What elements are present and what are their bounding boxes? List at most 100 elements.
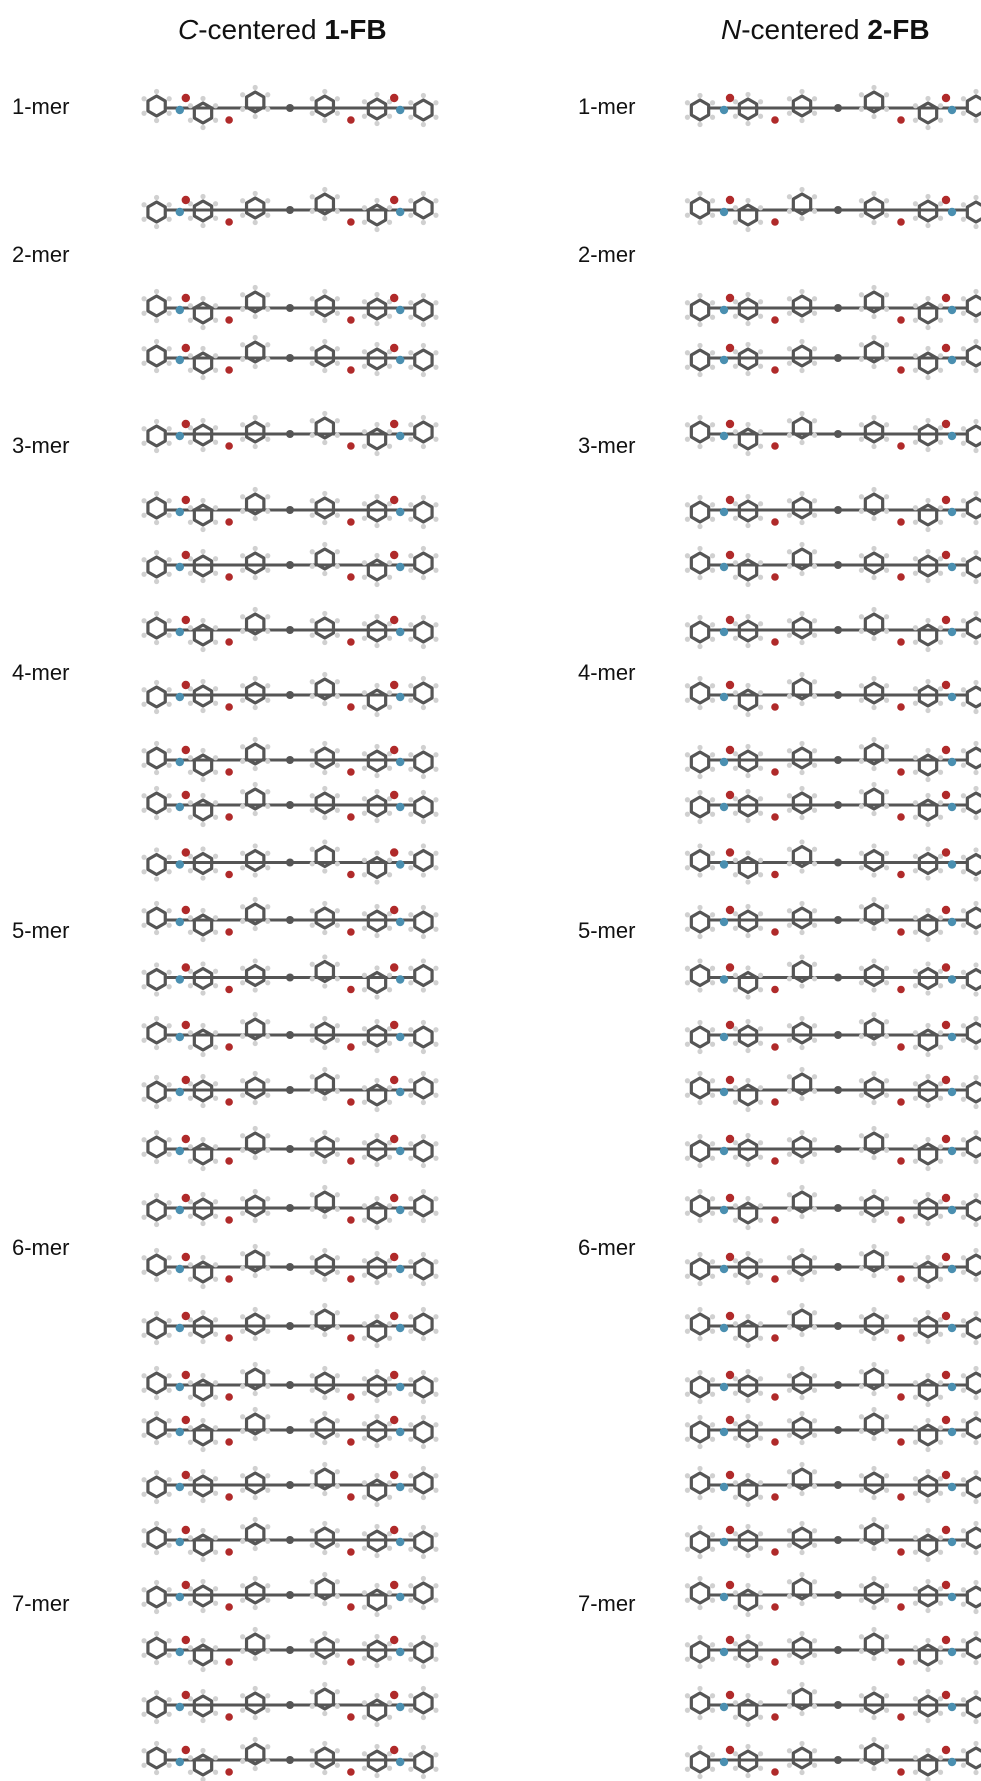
hydrogen-atom xyxy=(732,1765,739,1771)
oxygen-atom xyxy=(181,1415,190,1425)
hydrogen-atom xyxy=(883,1033,890,1039)
hydrogen-atom xyxy=(697,1604,703,1611)
nitrogen-atom xyxy=(175,105,184,115)
hydrogen-atom xyxy=(154,1579,160,1586)
hydrogen-atom xyxy=(361,299,368,305)
hydrogen-atom xyxy=(374,226,380,233)
hydrogen-atom xyxy=(745,772,751,779)
phenyl-ring xyxy=(413,1025,434,1049)
hydrogen-atom xyxy=(960,1137,967,1143)
phenyl-ring xyxy=(314,294,336,318)
hydrogen-atom xyxy=(858,1538,865,1544)
hydrogen-atom xyxy=(154,338,160,345)
nitrogen-atom xyxy=(947,355,957,365)
hydrogen-atom xyxy=(265,980,271,986)
hydrogen-atom xyxy=(883,292,890,298)
hydrogen-atom xyxy=(374,581,380,588)
hydrogen-atom xyxy=(786,762,793,768)
hydrogen-atom xyxy=(386,313,393,319)
hydrogen-atom xyxy=(334,1703,340,1709)
hydrogen-atom xyxy=(252,1217,258,1224)
hydrogen-atom xyxy=(386,1335,393,1341)
row-label-left-4: 4-mer xyxy=(12,660,70,685)
hydrogen-atom xyxy=(334,194,340,200)
hydrogen-atom xyxy=(697,321,703,328)
phenyl-ring xyxy=(965,1636,981,1660)
hydrogen-atom xyxy=(212,983,219,989)
phenyl-ring xyxy=(244,902,266,926)
hydrogen-atom xyxy=(709,1436,716,1442)
hydrogen-atom xyxy=(883,1210,890,1216)
hydrogen-atom xyxy=(811,432,818,438)
hydrogen-atom xyxy=(757,872,764,878)
nitrogen-atom xyxy=(947,1647,957,1657)
hydrogen-atom xyxy=(141,1418,147,1424)
hydrogen-atom xyxy=(709,1314,716,1320)
hydrogen-atom xyxy=(973,447,979,454)
hydrogen-atom xyxy=(240,1265,246,1271)
hydrogen-atom xyxy=(166,854,172,860)
hydrogen-atom xyxy=(265,1383,271,1389)
hydrogen-atom xyxy=(166,1477,172,1483)
hydrogen-atom xyxy=(309,1652,315,1658)
hydrogen-atom xyxy=(883,553,890,559)
phenyl-ring xyxy=(863,196,885,220)
nitrogen-atom xyxy=(719,431,729,441)
hydrogen-atom xyxy=(937,1276,944,1282)
hydrogen-atom xyxy=(973,1394,979,1401)
oxygen-atom xyxy=(771,870,779,879)
phenyl-ring xyxy=(192,1643,214,1667)
hydrogen-atom xyxy=(799,1066,805,1073)
phenyl-ring xyxy=(413,1420,434,1444)
hydrogen-atom xyxy=(684,1487,691,1493)
phenyl-ring xyxy=(244,290,266,314)
oxygen-atom xyxy=(390,615,399,625)
hydrogen-atom xyxy=(732,1421,739,1427)
phenyl-ring xyxy=(689,298,711,322)
hydrogen-atom xyxy=(361,1590,368,1596)
hydrogen-atom xyxy=(684,811,691,817)
hydrogen-atom xyxy=(799,814,805,821)
hydrogen-atom xyxy=(925,548,931,555)
oxygen-atom xyxy=(347,116,355,124)
oxygen-atom xyxy=(941,1690,951,1700)
hydrogen-atom xyxy=(858,198,865,204)
hydrogen-atom xyxy=(187,439,194,445)
hydrogen-atom xyxy=(265,1538,271,1544)
oxygen-atom xyxy=(390,1311,399,1321)
hydrogen-atom xyxy=(200,1607,206,1614)
hydrogen-atom xyxy=(374,1047,380,1054)
hydrogen-atom xyxy=(361,1335,368,1341)
hydrogen-atom xyxy=(322,570,328,577)
hydrogen-atom xyxy=(420,1494,426,1501)
hydrogen-atom xyxy=(408,980,414,986)
hydrogen-atom xyxy=(858,1707,865,1713)
hydrogen-atom xyxy=(684,422,691,428)
hydrogen-atom xyxy=(361,219,368,225)
hydrogen-atom xyxy=(433,300,439,306)
nitrogen-atom xyxy=(947,860,957,869)
hydrogen-atom xyxy=(883,1251,890,1257)
hydrogen-atom xyxy=(433,1391,439,1397)
hydrogen-atom xyxy=(265,1133,271,1139)
hydrogen-atom xyxy=(141,1373,147,1379)
phenyl-ring xyxy=(192,351,214,375)
hydrogen-atom xyxy=(960,1269,967,1275)
hydrogen-atom xyxy=(937,1030,944,1036)
hydrogen-atom xyxy=(871,606,877,613)
hydrogen-atom xyxy=(265,1078,271,1084)
hydrogen-atom xyxy=(166,922,172,928)
hydrogen-atom xyxy=(240,212,246,218)
oxygen-atom xyxy=(347,928,355,936)
phenyl-ring xyxy=(791,1253,813,1277)
hydrogen-atom xyxy=(697,371,703,378)
phenyl-ring xyxy=(366,1319,388,1343)
oxygen-atom xyxy=(941,680,951,690)
hydrogen-atom xyxy=(334,1387,340,1393)
hydrogen-atom xyxy=(684,683,691,689)
hydrogen-atom xyxy=(684,1273,691,1279)
phenyl-ring xyxy=(791,1746,813,1770)
hydrogen-atom xyxy=(361,429,368,435)
hydrogen-atom xyxy=(757,911,764,917)
hydrogen-atom xyxy=(745,91,751,98)
